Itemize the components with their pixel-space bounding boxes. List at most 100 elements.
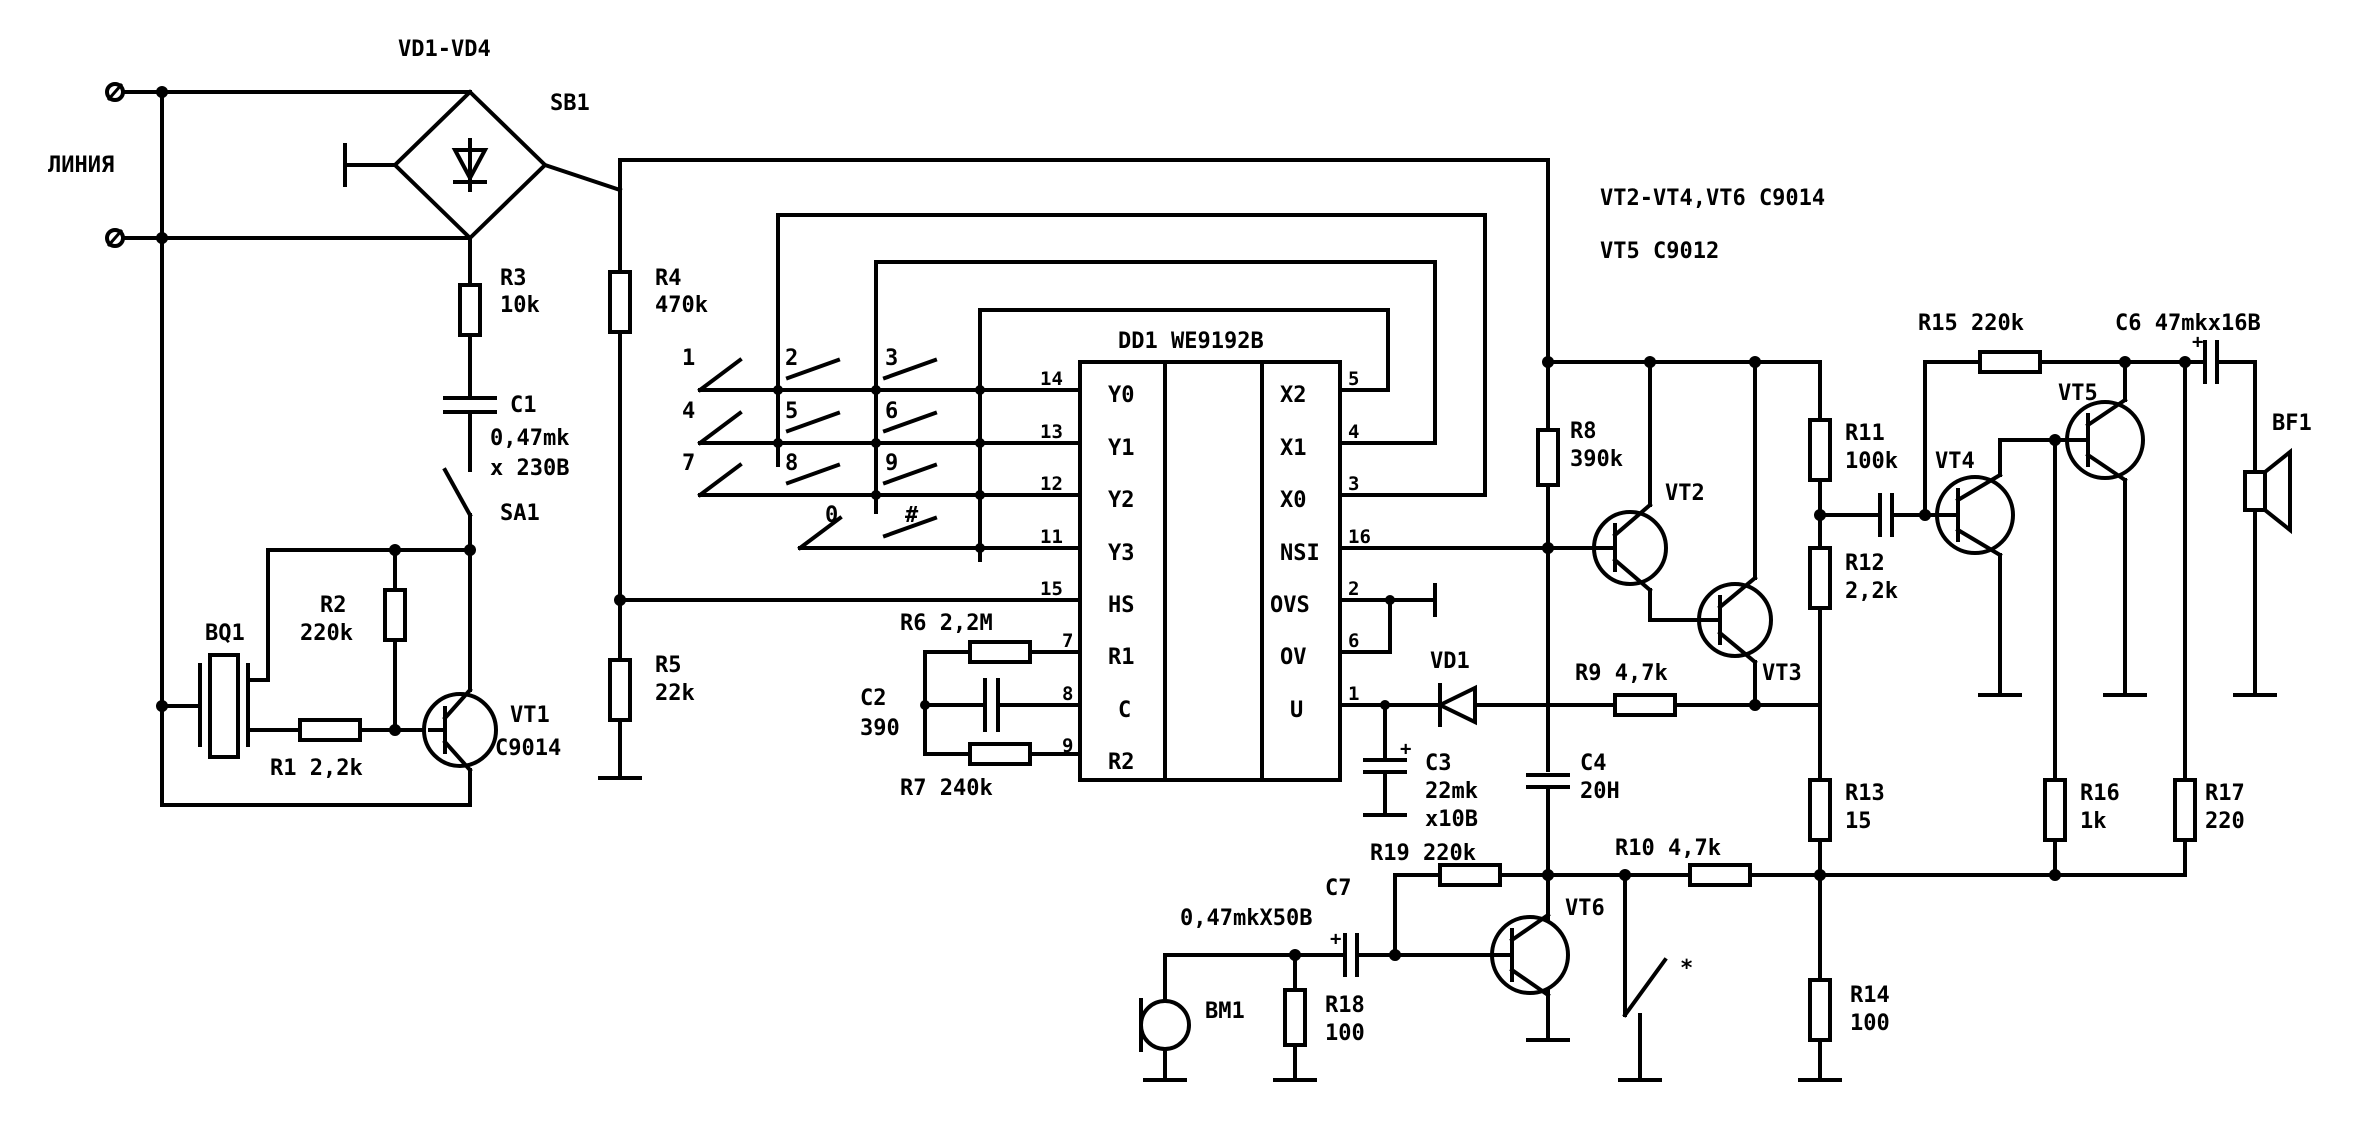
svg-text:Y3: Y3 [1108, 541, 1135, 566]
svg-text:2: 2 [1348, 578, 1359, 600]
ic-title: DD1 WE9192B [1118, 329, 1264, 354]
svg-text:VT3: VT3 [1762, 661, 1802, 686]
capacitor-c6: + C6 47mkx16B [2115, 311, 2261, 384]
oscillator-network: R6 2,2M C2 390 R7 240k [860, 611, 1082, 801]
key-hash: # [905, 503, 919, 528]
svg-text:R16: R16 [2080, 781, 2120, 806]
transistor-vt3: VT3 [1693, 360, 1802, 711]
key-5: 5 [785, 399, 798, 424]
key-3: 3 [885, 346, 898, 371]
resistor-r18: R18 100 [1273, 953, 1365, 1082]
svg-text:R11: R11 [1845, 421, 1885, 446]
svg-text:6: 6 [1348, 630, 1359, 652]
svg-text:+: + [1330, 928, 1341, 950]
transistor-note-1: VT2-VT4,VT6 C9014 [1600, 186, 1825, 211]
svg-text:+: + [2192, 331, 2203, 353]
svg-text:VT5: VT5 [2058, 381, 2098, 406]
svg-text:BF1: BF1 [2272, 411, 2312, 436]
svg-text:R15 220k: R15 220k [1918, 311, 2024, 336]
svg-text:VT2: VT2 [1665, 481, 1705, 506]
svg-text:0,47mk: 0,47mk [490, 426, 569, 451]
svg-text:NSI: NSI [1280, 541, 1320, 566]
svg-text:R8: R8 [1570, 419, 1597, 444]
svg-text:R7 240k: R7 240k [900, 776, 993, 801]
svg-text:100k: 100k [1845, 449, 1898, 474]
svg-text:x 230B: x 230B [490, 456, 569, 481]
svg-text:8: 8 [1062, 683, 1073, 705]
svg-text:C7: C7 [1325, 876, 1352, 901]
svg-text:OV: OV [1280, 645, 1307, 670]
supply-bus [1542, 158, 1822, 432]
svg-text:R9 4,7k: R9 4,7k [1575, 661, 1668, 686]
transistor-vt2: VT2 [1588, 360, 1705, 622]
svg-text:22k: 22k [655, 681, 695, 706]
svg-text:4: 4 [1348, 421, 1359, 443]
svg-text:VT1: VT1 [510, 703, 550, 728]
svg-text:R5: R5 [655, 653, 682, 678]
svg-text:R6 2,2M: R6 2,2M [900, 611, 993, 636]
resistor-r17: R17 220 [2173, 360, 2245, 877]
svg-text:R17: R17 [2205, 781, 2245, 806]
transistor-vt4: VT4 [1933, 434, 2061, 697]
svg-text:SA1: SA1 [500, 501, 540, 526]
capacitor-c7: + C7 0,47mkX50B [1180, 876, 1397, 977]
resistor-r14: R14 100 [1798, 978, 1890, 1082]
svg-text:220: 220 [2205, 809, 2245, 834]
svg-text:OVS: OVS [1270, 593, 1310, 618]
svg-text:11: 11 [1040, 526, 1063, 548]
svg-text:R1 2,2k: R1 2,2k [270, 756, 363, 781]
svg-text:390k: 390k [1570, 447, 1623, 472]
svg-text:1k: 1k [2080, 809, 2107, 834]
svg-text:R1: R1 [1108, 645, 1135, 670]
svg-text:0,47mkX50B: 0,47mkX50B [1180, 906, 1312, 931]
capacitor-c3: + C3 22mk x10B [1363, 738, 1478, 832]
svg-text:C4: C4 [1580, 751, 1607, 776]
svg-text:U: U [1290, 698, 1303, 723]
coupling-capacitor [1818, 493, 1937, 537]
svg-text:X2: X2 [1280, 383, 1307, 408]
key-4: 4 [682, 399, 695, 424]
svg-text:Y0: Y0 [1108, 383, 1135, 408]
svg-text:R4: R4 [655, 266, 682, 291]
transistor-vt1: VT1 C9014 [422, 544, 561, 807]
svg-text:100: 100 [1850, 1011, 1890, 1036]
svg-text:220k: 220k [300, 621, 353, 646]
transistor-vt5: VT5 [2053, 360, 2147, 697]
keypad: 1 2 3 4 5 6 7 8 9 0 # [682, 213, 1082, 562]
svg-text:1: 1 [1348, 683, 1359, 705]
resistor-r8: R8 390k [1536, 419, 1623, 772]
svg-text:X1: X1 [1280, 436, 1307, 461]
resistor-r15: R15 220k [1918, 311, 2187, 517]
svg-text:VD1: VD1 [1430, 649, 1470, 674]
key-8: 8 [785, 451, 798, 476]
svg-text:R14: R14 [1850, 983, 1890, 1008]
key-9: 9 [885, 451, 898, 476]
key-0: 0 [825, 503, 838, 528]
svg-text:14: 14 [1040, 368, 1063, 390]
capacitor-c1: C1 0,47mk x 230B [443, 393, 569, 481]
sb1-label: SB1 [550, 91, 590, 116]
resistor-r19: R19 220k [1370, 841, 1550, 957]
svg-text:X0: X0 [1280, 488, 1307, 513]
svg-text:7: 7 [1062, 630, 1073, 652]
svg-text:R10 4,7k: R10 4,7k [1615, 836, 1721, 861]
svg-text:C1: C1 [510, 393, 537, 418]
svg-text:Y2: Y2 [1108, 488, 1135, 513]
svg-text:+: + [1400, 738, 1411, 760]
transistor-note-2: VT5 C9012 [1600, 239, 1719, 264]
resistor-r13: R13 15 [1808, 778, 1885, 982]
svg-text:13: 13 [1040, 421, 1063, 443]
resistor-r1: R1 2,2k [270, 718, 432, 781]
svg-text:22mk: 22mk [1425, 779, 1478, 804]
key-7: 7 [682, 451, 695, 476]
resistor-r10: R10 4,7k [1615, 836, 1752, 887]
svg-text:HS: HS [1108, 593, 1135, 618]
resistor-r3: R3 10k [458, 236, 540, 400]
diode-vd1: VD1 [1430, 649, 1617, 727]
svg-text:2,2k: 2,2k [1845, 579, 1898, 604]
svg-text:R13: R13 [1845, 781, 1885, 806]
svg-text:390: 390 [860, 716, 900, 741]
switch-sa1: SA1 [442, 467, 540, 552]
svg-text:C2: C2 [860, 686, 887, 711]
